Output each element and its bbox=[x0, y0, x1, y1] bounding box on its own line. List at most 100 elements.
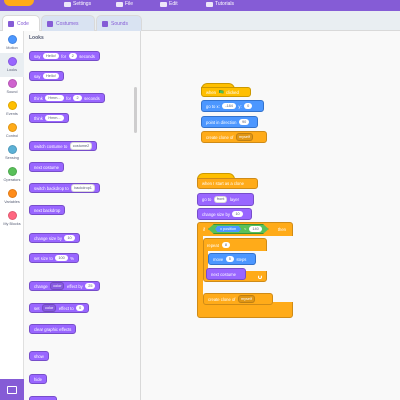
category-motion[interactable]: Motion bbox=[0, 31, 24, 55]
editor-tabs: Code Costumes Sounds bbox=[0, 11, 400, 32]
variables-category-icon bbox=[7, 189, 17, 198]
think-block[interactable]: think Hmm... bbox=[29, 113, 69, 123]
less-than-operator[interactable]: x position < 140 bbox=[208, 223, 269, 235]
go-to-layer-block[interactable]: go to front layer bbox=[197, 193, 254, 206]
hide-block[interactable]: hide bbox=[29, 374, 47, 384]
palette-title: Looks bbox=[29, 35, 44, 41]
change-size-block[interactable]: change size by 10 bbox=[29, 233, 80, 243]
category-variables[interactable]: Variables bbox=[0, 185, 24, 209]
category-control[interactable]: Control bbox=[0, 119, 24, 143]
repeat-count-input[interactable]: 8 bbox=[221, 242, 230, 248]
speaker-icon bbox=[102, 20, 108, 27]
add-extension-button[interactable] bbox=[0, 379, 24, 400]
next-costume-block[interactable]: next costume bbox=[206, 268, 246, 280]
globe-icon bbox=[64, 1, 71, 7]
say-text-input[interactable]: Hello! bbox=[43, 73, 59, 79]
next-costume-block[interactable]: next costume bbox=[29, 162, 64, 172]
clone-target-dropdown[interactable]: myself bbox=[235, 133, 253, 141]
my-blocks-category-icon bbox=[7, 211, 17, 220]
category-events[interactable]: Events bbox=[0, 97, 24, 121]
tab-sounds[interactable]: Sounds bbox=[96, 15, 142, 31]
then-label: then bbox=[277, 226, 286, 232]
point-in-direction-block[interactable]: point in direction 90 bbox=[201, 116, 258, 128]
show-block[interactable]: show bbox=[29, 351, 49, 361]
effect-dropdown[interactable]: color bbox=[50, 282, 65, 290]
say-text-input[interactable]: Hello! bbox=[43, 53, 59, 59]
tutorials-icon bbox=[206, 1, 213, 7]
category-looks[interactable]: Looks bbox=[0, 53, 24, 77]
x-input[interactable]: -184 bbox=[222, 103, 236, 109]
motion-category-icon bbox=[7, 35, 17, 44]
code-workspace[interactable] bbox=[141, 31, 400, 400]
say-block[interactable]: say Hello! bbox=[29, 71, 64, 81]
set-effect-block[interactable]: set color effect to 0 bbox=[29, 303, 90, 313]
size-change-input[interactable]: 10 bbox=[64, 235, 75, 241]
category-operators[interactable]: Operators bbox=[0, 163, 24, 187]
when-i-start-as-clone-block[interactable]: when I start as a clone bbox=[197, 178, 258, 189]
looks-category-icon bbox=[7, 57, 17, 66]
size-change-input[interactable]: 10 bbox=[232, 211, 243, 217]
think-text-input[interactable]: Hmm... bbox=[45, 115, 64, 121]
palette-block-partial[interactable] bbox=[29, 396, 57, 400]
green-flag-icon bbox=[218, 90, 224, 94]
edit-icon bbox=[160, 1, 167, 7]
menu-tutorials[interactable]: Tutorials bbox=[206, 0, 234, 8]
steps-input[interactable]: 5 bbox=[225, 256, 234, 262]
menu-edit[interactable]: Edit bbox=[160, 0, 178, 8]
add-extension-icon bbox=[7, 385, 17, 394]
when-flag-clicked-block[interactable]: when clicked bbox=[201, 87, 251, 97]
category-menu: Motion Looks Sound Events Control Sensin… bbox=[0, 31, 24, 400]
create-clone-block[interactable]: create clone of myself bbox=[201, 131, 267, 143]
clone-target-dropdown[interactable]: myself bbox=[237, 295, 255, 303]
operators-category-icon bbox=[7, 167, 17, 176]
less-than-symbol: < bbox=[244, 226, 247, 231]
switch-costume-block[interactable]: switch costume to costume2 bbox=[29, 141, 98, 151]
clear-graphic-effects-block[interactable]: clear graphic effects bbox=[29, 324, 77, 334]
size-input[interactable]: 100 bbox=[55, 255, 68, 261]
effect-value-input[interactable]: 0 bbox=[76, 305, 85, 311]
move-steps-block[interactable]: move 5 steps bbox=[208, 253, 256, 265]
create-clone-block[interactable]: create clone of myself bbox=[203, 293, 273, 305]
file-icon bbox=[116, 1, 123, 7]
tab-code[interactable]: Code bbox=[2, 15, 40, 32]
control-category-icon bbox=[7, 123, 17, 132]
think-text-input[interactable]: Hmm... bbox=[45, 95, 64, 101]
switch-backdrop-block[interactable]: switch backdrop to backdrop1 bbox=[29, 183, 100, 193]
change-effect-block[interactable]: change color effect by 25 bbox=[29, 281, 101, 291]
say-secs-input[interactable]: 2 bbox=[68, 53, 77, 59]
palette-scrollbar[interactable] bbox=[134, 87, 137, 133]
compare-input[interactable]: 140 bbox=[249, 226, 262, 232]
y-input[interactable]: 0 bbox=[244, 103, 253, 109]
layer-dropdown[interactable]: front bbox=[213, 195, 228, 204]
brush-icon bbox=[47, 20, 53, 27]
say-for-secs-block[interactable]: say Hello! for 2 seconds bbox=[29, 51, 100, 61]
direction-input[interactable]: 90 bbox=[239, 119, 250, 125]
repeat-arrow-icon bbox=[256, 274, 264, 280]
category-my-blocks[interactable]: My Blocks bbox=[0, 207, 24, 231]
go-to-xy-block[interactable]: go to x: -184 y: 0 bbox=[201, 100, 264, 112]
next-backdrop-block[interactable]: next backdrop bbox=[29, 205, 66, 215]
if-label: if bbox=[203, 226, 206, 232]
category-sensing[interactable]: Sensing bbox=[0, 141, 24, 165]
menu-bar: Settings File Edit Tutorials bbox=[0, 0, 400, 11]
code-icon bbox=[8, 21, 14, 27]
change-size-block[interactable]: change size by 10 bbox=[197, 208, 252, 220]
hat-block-cap bbox=[197, 173, 235, 181]
menu-settings[interactable]: Settings bbox=[64, 0, 91, 8]
tab-costumes[interactable]: Costumes bbox=[41, 15, 95, 31]
x-position-reporter[interactable]: x position bbox=[215, 225, 242, 233]
effect-dropdown[interactable]: color bbox=[42, 304, 57, 312]
set-size-block[interactable]: set size to 100 % bbox=[29, 253, 79, 263]
repeat-block-header: repeat 8 bbox=[207, 240, 230, 250]
events-category-icon bbox=[7, 101, 17, 110]
menu-file[interactable]: File bbox=[116, 0, 133, 8]
scratch-logo[interactable] bbox=[4, 0, 34, 6]
block-palette: Looks say Hello! for 2 seconds say Hello… bbox=[24, 31, 141, 400]
category-sound[interactable]: Sound bbox=[0, 75, 24, 99]
sound-category-icon bbox=[7, 79, 17, 88]
costume-dropdown[interactable]: costume2 bbox=[69, 142, 93, 150]
backdrop-dropdown[interactable]: backdrop1 bbox=[71, 184, 95, 192]
think-for-secs-block[interactable]: think Hmm... for 2 seconds bbox=[29, 93, 105, 103]
effect-change-input[interactable]: 25 bbox=[85, 283, 96, 289]
think-secs-input[interactable]: 2 bbox=[73, 95, 82, 101]
